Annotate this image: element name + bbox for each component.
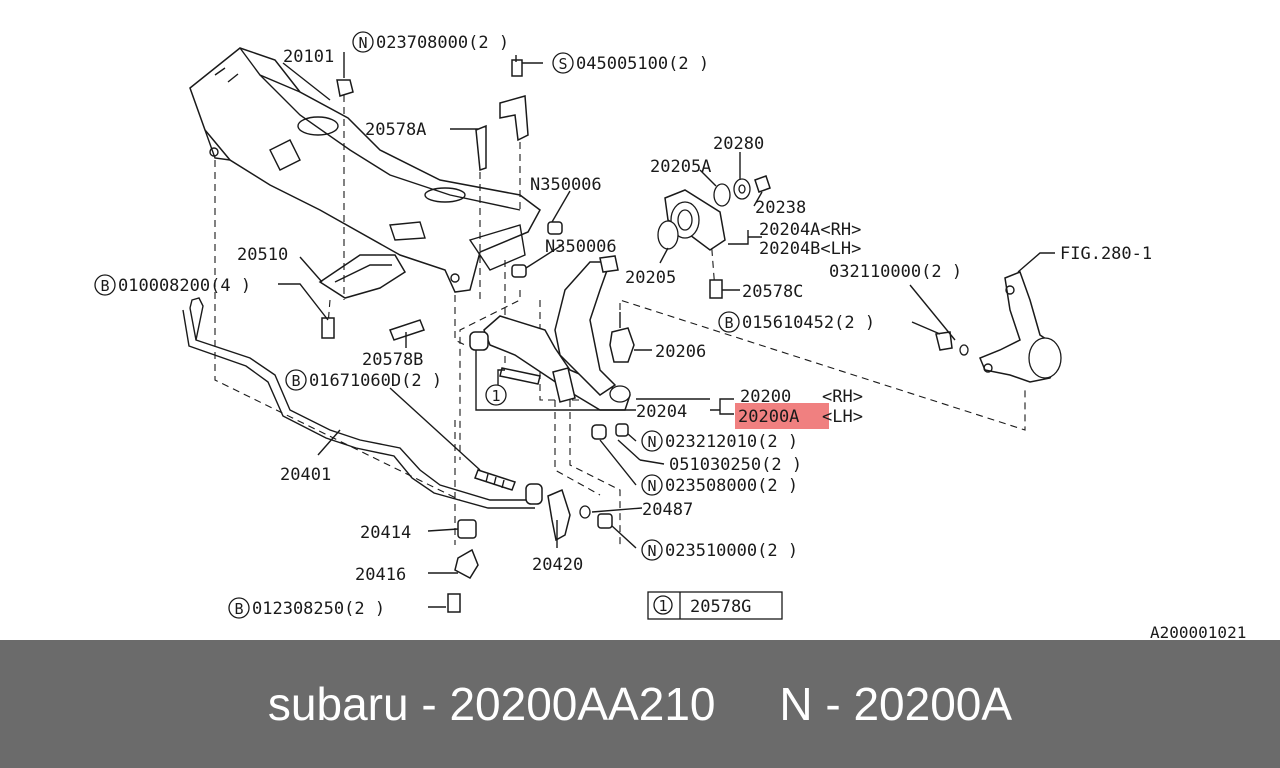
label-051030250: 051030250(2 ) xyxy=(669,455,802,475)
label-20510: 20510 xyxy=(237,245,288,265)
knuckle-part xyxy=(979,271,1062,383)
bushing-20414-part xyxy=(457,519,477,539)
link-20420-part xyxy=(547,488,571,542)
footer-bar: subaru - 20200AA210 N - 20200A xyxy=(0,640,1280,768)
bracket-20204-part xyxy=(552,367,576,403)
label-010008200: 010008200(4 ) xyxy=(118,276,251,296)
label-N350006-upper: N350006 xyxy=(530,175,602,195)
label-20416: 20416 xyxy=(355,565,406,585)
crossmember-part xyxy=(189,47,541,293)
bolt-20578A-part xyxy=(475,124,487,172)
bolt-20578B-part xyxy=(389,319,425,341)
stabilizer-bar xyxy=(182,297,535,509)
n-badge-icon xyxy=(641,430,663,452)
leader-lines xyxy=(278,52,1055,608)
reference-box-20578G: 1 20578G xyxy=(647,591,783,620)
highlight-20200A xyxy=(735,403,829,429)
bolt-012308250-part xyxy=(447,593,461,613)
label-s-045005100: S 045005100(2 ) xyxy=(552,52,709,74)
label-20238: 20238 xyxy=(755,198,806,218)
s-badge-text: S xyxy=(558,55,567,73)
n-badge-text: N xyxy=(647,542,656,560)
bolt-010008200-part xyxy=(321,317,335,339)
mount-bracket-part xyxy=(499,95,529,142)
label-20420: 20420 xyxy=(532,555,583,575)
ref-1-badge-icon xyxy=(653,595,673,615)
label-20401: 20401 xyxy=(280,465,331,485)
label-20487: 20487 xyxy=(642,500,693,520)
parts-diagram: 20101 N 023708000(2 ) S 045005100(2 ) 20… xyxy=(94,31,1246,640)
label-20578C: 20578C xyxy=(742,282,803,302)
b-badge-text: B xyxy=(100,277,109,295)
label-20578A: 20578A xyxy=(365,120,426,140)
label-023212010: 023212010(2 ) xyxy=(665,432,798,452)
s-badge-icon xyxy=(552,52,574,74)
label-20578B: 20578B xyxy=(362,350,423,370)
label-b-015610452: B 015610452(2 ) xyxy=(718,311,875,333)
label-023708000: 023708000(2 ) xyxy=(376,33,509,53)
diagram-code: A200001021 xyxy=(1150,623,1246,640)
bolt-032110000-part xyxy=(935,331,953,351)
label-20200: 20200 xyxy=(740,387,791,407)
n-badge-text: N xyxy=(358,34,367,52)
label-20280: 20280 xyxy=(713,134,764,154)
n-badge-text: N xyxy=(647,433,656,451)
label-n-023510000: N 023510000(2 ) xyxy=(641,539,798,561)
b-badge-text: B xyxy=(291,372,300,390)
label-023510000: 023510000(2 ) xyxy=(665,541,798,561)
label-032110000: 032110000(2 ) xyxy=(829,262,962,282)
bracket-20416-part xyxy=(454,548,479,579)
label-20204B: 20204B<LH> xyxy=(759,239,861,259)
nut-023708000-part xyxy=(336,79,354,97)
lower-arm-part xyxy=(469,255,631,411)
b-badge-icon xyxy=(228,597,250,619)
ref-1-badge-icon xyxy=(485,384,507,406)
label-20200A-lh: <LH> xyxy=(822,407,863,427)
assembly-lines xyxy=(214,95,1026,545)
label-fig-280-1: FIG.280-1 xyxy=(1060,244,1152,264)
ref-1-badge-text: 1 xyxy=(491,387,500,405)
label-20200A: 20200A xyxy=(738,407,799,427)
label-n-023508000: N 023508000(2 ) xyxy=(641,474,798,496)
label-20204A: 20204A<RH> xyxy=(759,220,861,240)
label-20414: 20414 xyxy=(360,523,411,543)
label-20205A: 20205A xyxy=(650,157,711,177)
label-20200-rh: <RH> xyxy=(822,387,863,407)
n-badge-icon xyxy=(641,474,663,496)
label-20204: 20204 xyxy=(636,402,687,422)
label-01671060D: 01671060D(2 ) xyxy=(309,371,442,391)
label-015610452: 015610452(2 ) xyxy=(742,313,875,333)
label-20206: 20206 xyxy=(655,342,706,362)
b-badge-icon xyxy=(94,274,116,296)
bracket-part xyxy=(318,254,407,299)
rear-bushing-part xyxy=(657,175,771,299)
b-badge-icon xyxy=(285,369,307,391)
label-N350006-lower: N350006 xyxy=(545,237,617,257)
label-20101: 20101 xyxy=(283,47,334,67)
ref-1-badge-text: 1 xyxy=(658,597,667,615)
label-b-010008200: B 010008200(4 ) xyxy=(94,274,251,296)
label-b-01671060D: B 01671060D(2 ) xyxy=(285,369,442,391)
label-20205: 20205 xyxy=(625,268,676,288)
bushing-part xyxy=(525,483,543,505)
bolt-20578G-part xyxy=(499,367,541,385)
n-badge-icon xyxy=(641,539,663,561)
ball-joint-20206-part xyxy=(609,327,635,363)
label-ref-1-arm: 1 xyxy=(485,384,507,406)
n-badge-icon xyxy=(352,31,374,53)
screw-045005100-part xyxy=(511,59,523,77)
b-badge-text: B xyxy=(724,314,733,332)
b-badge-text: B xyxy=(234,600,243,618)
label-023508000: 023508000(2 ) xyxy=(665,476,798,496)
b-badge-icon xyxy=(718,311,740,333)
footer-text: subaru - 20200AA210 N - 20200A xyxy=(267,678,1013,730)
label-n-023212010: N 023212010(2 ) xyxy=(641,430,798,452)
label-b-012308250: B 012308250(2 ) xyxy=(228,597,385,619)
label-n-023708000: N 023708000(2 ) xyxy=(352,31,509,53)
label-20578G: 20578G xyxy=(690,597,751,617)
label-045005100: 045005100(2 ) xyxy=(576,54,709,74)
label-012308250: 012308250(2 ) xyxy=(252,599,385,619)
n-badge-text: N xyxy=(647,477,656,495)
